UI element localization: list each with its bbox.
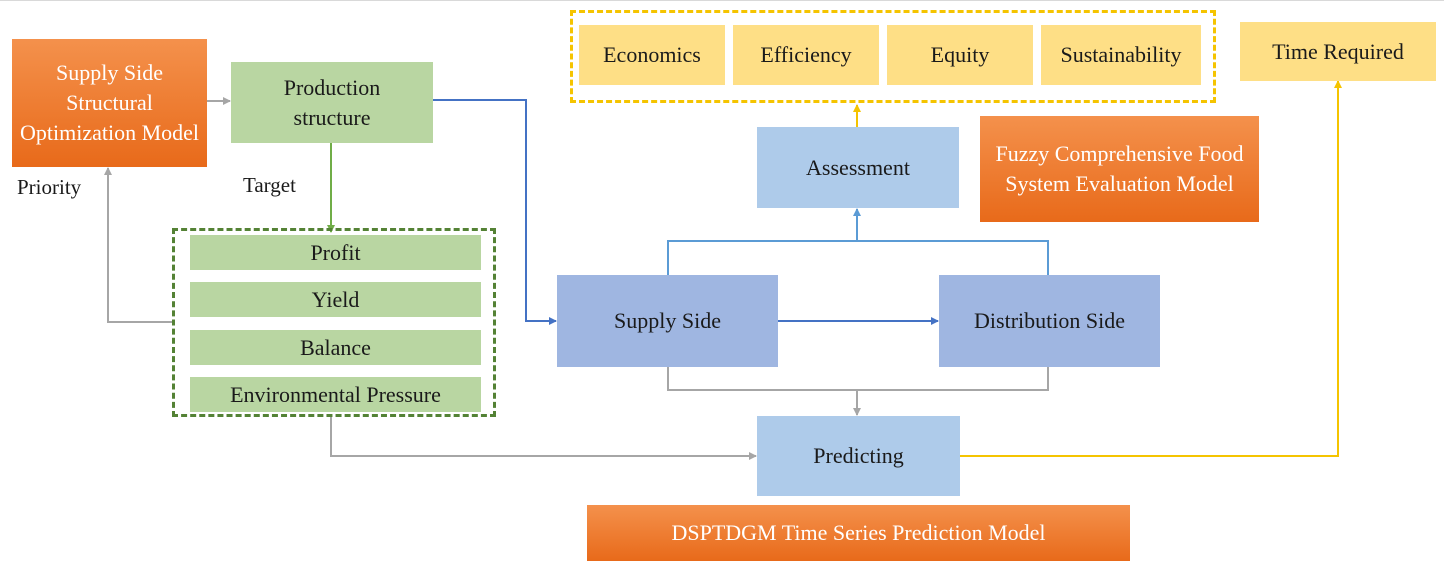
criteria-equity-label: Equity xyxy=(930,42,990,67)
target-yield: Yield xyxy=(190,282,481,317)
distribution-side-box: Distribution Side xyxy=(939,275,1160,367)
predicting-label: Predicting xyxy=(813,443,904,468)
priority-label: Priority xyxy=(17,175,82,199)
top-border-line xyxy=(0,0,1444,1)
target-profit: Profit xyxy=(190,235,481,270)
assessment-label: Assessment xyxy=(806,154,910,180)
dsptdgm-model-box: DSPTDGM Time Series Prediction Model xyxy=(587,505,1130,561)
criteria-sustainability: Sustainability xyxy=(1041,25,1201,85)
criteria-equity: Equity xyxy=(887,25,1033,85)
assessment-box: Assessment xyxy=(757,127,959,208)
criteria-economics: Economics xyxy=(579,25,725,85)
fuzzy-evaluation-model-label: Fuzzy Comprehensive Food System Evaluati… xyxy=(995,141,1244,196)
criteria-efficiency: Efficiency xyxy=(733,25,879,85)
arrow-sides-to-predicting xyxy=(667,367,1049,391)
distribution-side-label: Distribution Side xyxy=(974,308,1125,333)
criteria-group xyxy=(570,10,1216,103)
supply-side-label: Supply Side xyxy=(614,308,721,333)
arrow-predicting-to-time xyxy=(960,80,1342,457)
arrow-sides-to-assessment xyxy=(667,240,1049,275)
supply-side-structural-model-box: Supply Side Structural Optimization Mode… xyxy=(12,39,207,167)
target-yield-label: Yield xyxy=(311,286,360,312)
production-structure-box: Production structure xyxy=(231,62,433,143)
targets-group xyxy=(172,228,496,417)
arrow-targets-to-predicting xyxy=(330,417,757,460)
target-profit-label: Profit xyxy=(310,239,361,265)
target-balance: Balance xyxy=(190,330,481,365)
criteria-sustainability-label: Sustainability xyxy=(1060,42,1182,67)
target-label: Target xyxy=(243,173,296,197)
time-required-label: Time Required xyxy=(1272,38,1404,64)
target-environmental-pressure: Environmental Pressure xyxy=(190,377,481,412)
dsptdgm-model-label: DSPTDGM Time Series Prediction Model xyxy=(671,520,1046,545)
criteria-efficiency-label: Efficiency xyxy=(760,42,852,67)
time-required-box: Time Required xyxy=(1240,22,1436,81)
supply-side-structural-model-label: Supply Side Structural Optimization Mode… xyxy=(19,60,200,145)
criteria-economics-label: Economics xyxy=(603,42,701,67)
arrow-targets-to-model xyxy=(104,167,172,323)
arrow-production-to-supply xyxy=(433,99,557,325)
target-environmental-pressure-label: Environmental Pressure xyxy=(230,381,441,407)
predicting-box: Predicting xyxy=(757,416,960,496)
target-balance-label: Balance xyxy=(300,334,371,360)
production-structure-label: Production structure xyxy=(283,74,381,130)
fuzzy-evaluation-model-box: Fuzzy Comprehensive Food System Evaluati… xyxy=(980,116,1259,222)
supply-side-box: Supply Side xyxy=(557,275,778,367)
